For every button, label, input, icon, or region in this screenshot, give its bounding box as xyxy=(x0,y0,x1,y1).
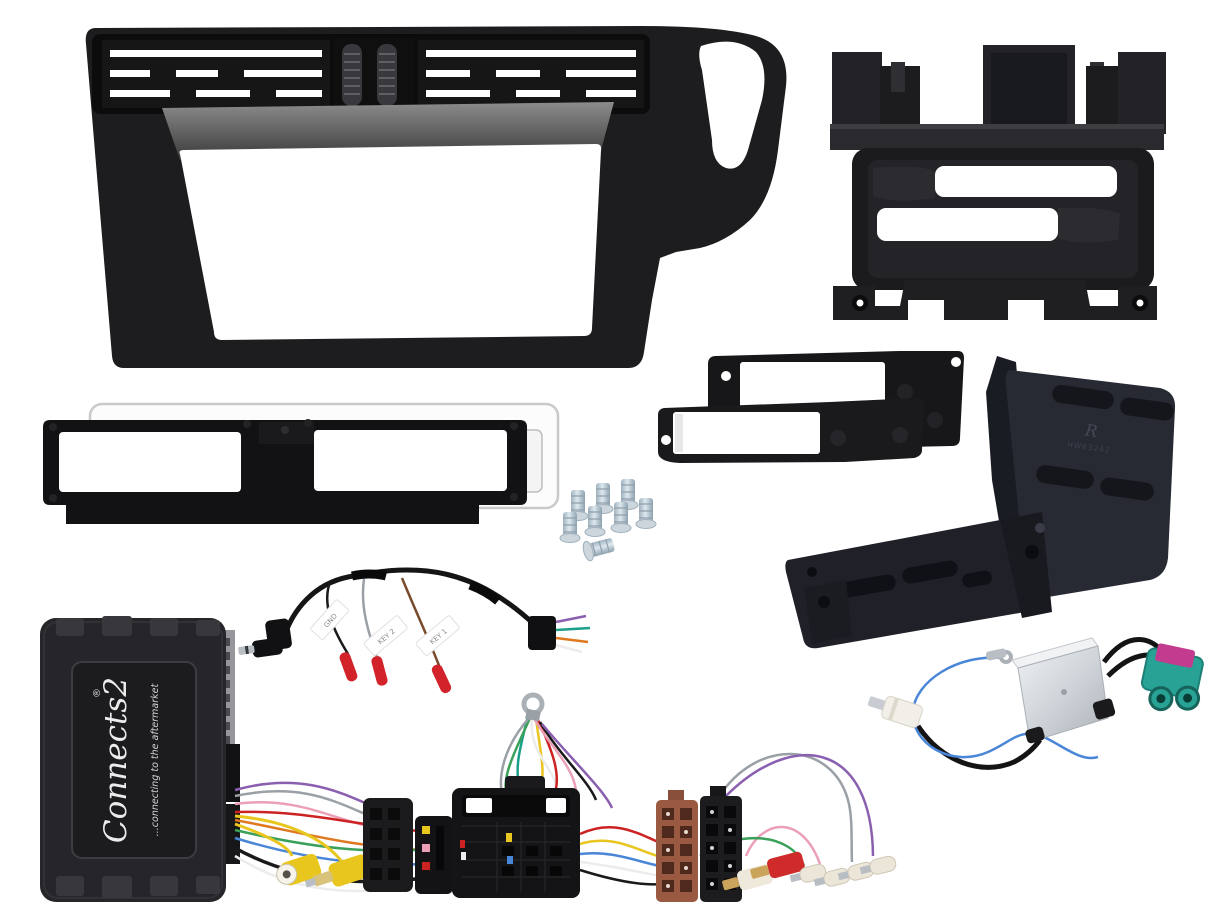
din-bracket-lower xyxy=(658,398,924,463)
brand-tagline: ...connecting to the aftermarket xyxy=(150,682,161,836)
gnd-tag: GND xyxy=(310,599,350,640)
right-air-vent xyxy=(418,40,644,108)
black-spacer-plate xyxy=(43,419,527,524)
screw xyxy=(610,502,632,533)
key1-wire xyxy=(400,577,442,669)
iso-connector-brown xyxy=(656,790,698,902)
logo-recess xyxy=(71,661,197,859)
side-mount-brackets: R HW63242 xyxy=(785,356,1176,649)
vent-controls xyxy=(333,38,415,112)
fascia-handle-cutout xyxy=(699,41,765,169)
brand-registered-mark: ® xyxy=(92,688,103,698)
quadlock-to-iso-wires xyxy=(579,826,663,886)
red-bullet-terminals xyxy=(339,652,452,694)
box-tabs xyxy=(56,616,220,898)
ring-terminal xyxy=(521,692,545,722)
screw xyxy=(559,512,581,543)
quadlock-wire-bundle xyxy=(499,715,614,809)
screw xyxy=(635,498,657,529)
double-din-fascia-panel xyxy=(85,26,787,368)
jack-3-5mm xyxy=(238,618,292,658)
iso-connector-black xyxy=(700,786,742,902)
antenna-cable xyxy=(915,724,1042,770)
yellow-rca-female xyxy=(276,853,322,886)
bullet-terminals xyxy=(789,855,897,887)
left-air-vent xyxy=(102,40,330,108)
din-cage-brackets xyxy=(658,351,964,463)
screw-set xyxy=(559,479,657,562)
patch-lead-plug xyxy=(528,614,591,654)
fakra-connector xyxy=(1140,643,1204,712)
red-rca-plug xyxy=(750,851,805,879)
interface-box: Connects2 ® ...connecting to the afterma… xyxy=(40,616,240,902)
quadlock-connector xyxy=(452,776,580,898)
bracket-side-marking: R xyxy=(1083,420,1099,441)
pocket-slot-lower xyxy=(877,208,1058,241)
screw xyxy=(584,506,606,537)
key2-tag: KEY 2 xyxy=(363,615,408,656)
yellow-rca-male xyxy=(304,854,371,888)
patch-lead: GND KEY 2 KEY 1 xyxy=(238,567,591,694)
key1-tag: KEY 1 xyxy=(415,615,460,656)
antenna-adapter xyxy=(867,637,1204,770)
brand-logo: Connects2 xyxy=(98,677,134,843)
screw xyxy=(582,538,615,562)
spacer-plates xyxy=(43,402,560,524)
fascia-screen-opening xyxy=(179,144,602,340)
pocket-tray xyxy=(830,45,1166,320)
mqs-connector-b xyxy=(415,816,453,894)
amplifier-box xyxy=(1011,637,1116,744)
pocket-slot-upper xyxy=(935,166,1117,197)
mqs-connector-a xyxy=(363,798,413,892)
ground-wire-blue xyxy=(911,656,1099,760)
din-antenna-plug xyxy=(867,695,923,728)
